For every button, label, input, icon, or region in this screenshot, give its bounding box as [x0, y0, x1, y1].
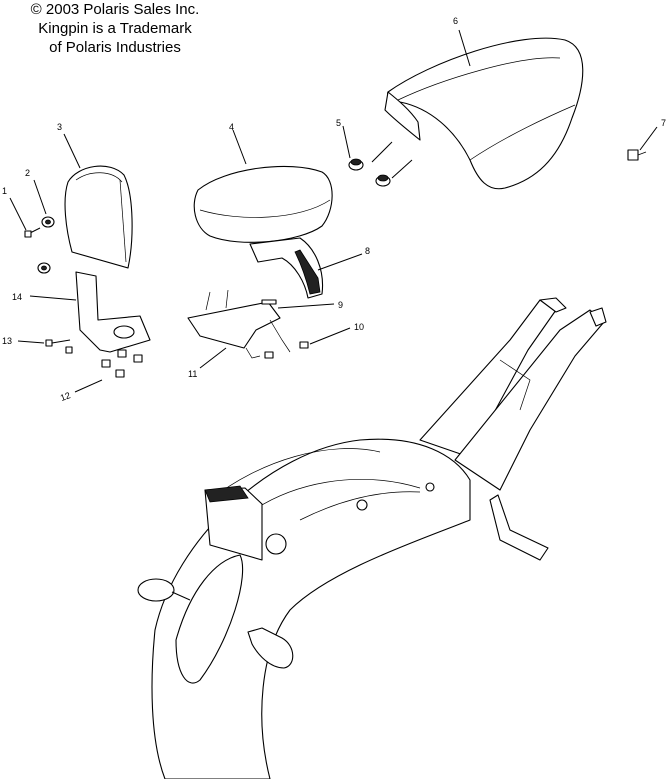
rider-seat — [384, 37, 584, 190]
nuts-12 — [101, 349, 143, 378]
copyright-line-3: of Polaris Industries — [49, 39, 181, 56]
bolt-13 — [45, 339, 73, 354]
screw-7 — [627, 149, 647, 161]
screw-1 — [24, 227, 41, 238]
frame-tubes — [419, 297, 607, 561]
callout-labels: 1 2 3 4 5 6 7 8 9 10 11 12 13 14 — [2, 16, 666, 403]
callout-5: 5 — [336, 118, 341, 128]
callout-3: 3 — [57, 122, 62, 132]
washer-2b — [37, 262, 51, 274]
callout-12: 12 — [59, 390, 72, 403]
callout-6: 6 — [453, 16, 458, 26]
copyright-line-1: © 2003 Polaris Sales Inc. — [30, 1, 200, 18]
callout-9: 9 — [338, 300, 343, 310]
tail-light-assembly — [204, 485, 287, 561]
backrest-bracket — [75, 271, 151, 353]
callout-14: 14 — [12, 292, 22, 302]
seat-mount-bracket — [187, 289, 309, 359]
callout-11: 11 — [188, 369, 197, 379]
backrest-pad — [64, 165, 133, 269]
callout-1: 1 — [2, 186, 7, 196]
grommet-5a — [348, 158, 364, 171]
callout-8: 8 — [365, 246, 370, 256]
turn-signal-left — [137, 578, 191, 602]
grommet-5b — [375, 174, 391, 187]
callout-4: 4 — [229, 122, 234, 132]
copyright-notice: © 2003 Polaris Sales Inc. Kingpin is a T… — [0, 0, 230, 57]
rear-fender — [151, 438, 471, 779]
callout-13: 13 — [2, 336, 12, 346]
turn-signal-right — [247, 627, 294, 669]
passenger-seat — [193, 165, 333, 243]
seat-pad — [249, 237, 324, 299]
washer-2 — [41, 216, 55, 228]
copyright-line-2: Kingpin is a Trademark — [38, 20, 192, 37]
callout-10: 10 — [354, 322, 364, 332]
callout-2: 2 — [25, 168, 30, 178]
leader-lines — [9, 29, 658, 393]
callout-7: 7 — [661, 118, 666, 128]
